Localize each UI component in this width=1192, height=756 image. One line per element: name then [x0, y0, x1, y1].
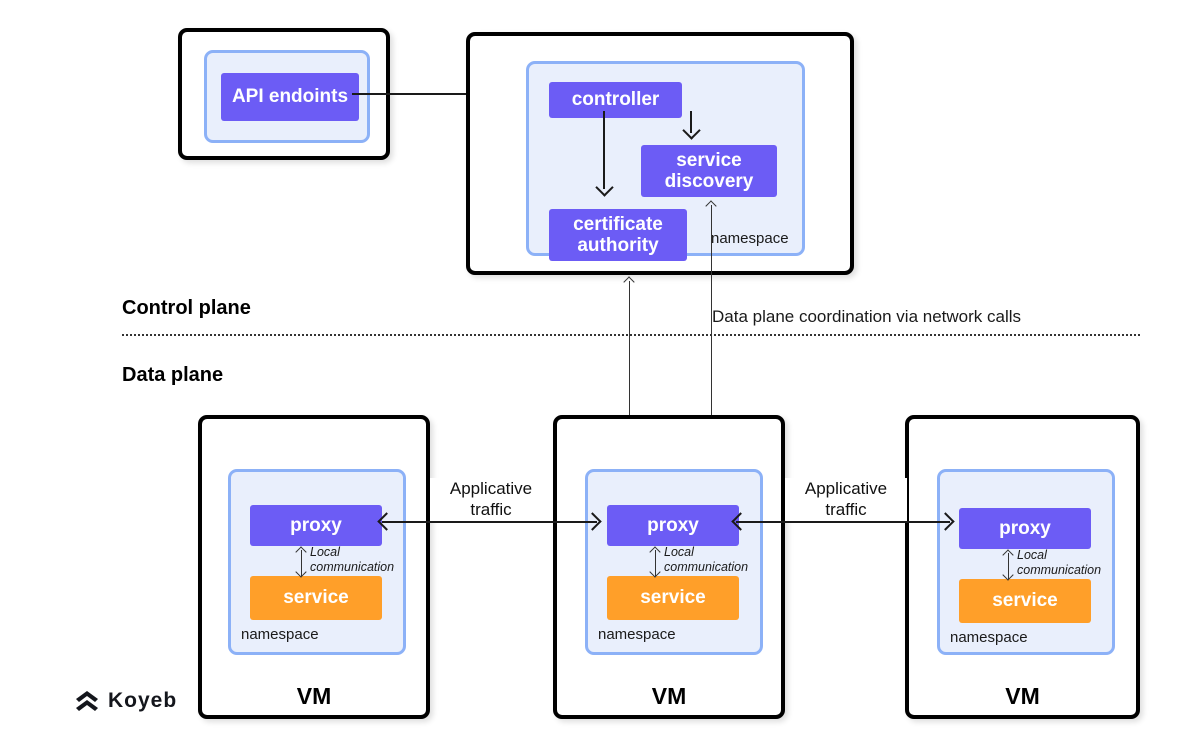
vm-right-label: VM	[1005, 683, 1040, 709]
edge-applicative-traffic-right-label: Applicative traffic	[785, 478, 907, 521]
vm-left-outer-box: proxy service namespace VM	[198, 415, 430, 719]
node-controller[interactable]: controller	[549, 82, 682, 118]
vm-right-local-communication-line	[1008, 553, 1009, 579]
vm-left-node-service-label: service	[283, 587, 349, 609]
edge-applicative-traffic-left-label: Applicative traffic	[430, 478, 552, 521]
edge-proxy-to-control-plane-left	[629, 281, 630, 508]
node-certificate-authority[interactable]: certificate authority	[549, 209, 687, 261]
vm-left-node-proxy[interactable]: proxy	[250, 505, 382, 546]
vm-left-namespace-box: proxy service namespace	[228, 469, 406, 655]
vm-left-local-communication-label: Local communication	[310, 545, 395, 574]
vm-left-namespace-label: namespace	[241, 626, 319, 643]
brand-name: Koyeb	[108, 689, 178, 712]
vm-middle-label: VM	[651, 683, 687, 709]
vm-middle-namespace-box: proxy service namespace	[585, 469, 763, 655]
vm-middle-node-proxy-label: proxy	[647, 514, 699, 536]
api-endpoints-namespace-box: API endoints	[204, 50, 370, 143]
vm-middle-node-proxy[interactable]: proxy	[607, 505, 739, 546]
node-service-discovery-label: service discovery	[664, 149, 754, 192]
vm-middle-node-service[interactable]: service	[607, 576, 739, 620]
edge-proxy-to-control-plane-left-arrowhead-icon	[623, 276, 635, 288]
vm-right-local-communication-label: Local communication	[1017, 548, 1102, 577]
data-plane-title: Data plane	[122, 364, 224, 386]
control-plane-title: Control plane	[122, 297, 251, 319]
vm-right-node-service-label: service	[992, 590, 1058, 612]
edge-api-to-controller	[352, 93, 537, 95]
vm-right-node-proxy[interactable]: proxy	[959, 508, 1091, 549]
control-plane-outer-box: controller service discovery certificate…	[466, 32, 854, 275]
coordination-note: Data plane coordination via network call…	[712, 307, 1022, 326]
node-service-discovery[interactable]: service discovery	[641, 145, 777, 197]
node-api-endpoints[interactable]: API endoints	[221, 73, 359, 121]
vm-right-namespace-box: proxy service namespace	[937, 469, 1115, 655]
node-api-endpoints-label: API endoints	[231, 86, 349, 108]
koyeb-chevron-logo-icon	[76, 691, 98, 711]
vm-right-node-proxy-label: proxy	[999, 517, 1051, 539]
control-plane-namespace-label: namespace	[711, 230, 789, 247]
vm-left-node-proxy-label: proxy	[290, 514, 342, 536]
node-certificate-authority-label: certificate authority	[573, 213, 663, 256]
vm-middle-outer-box: proxy service namespace VM	[553, 415, 785, 719]
edge-applicative-traffic-right	[736, 521, 950, 523]
edge-controller-to-service-discovery	[690, 111, 692, 133]
vm-left-local-communication-line	[301, 550, 302, 576]
edge-controller-to-certificate-authority	[603, 111, 605, 189]
vm-middle-local-communication-label: Local communication	[664, 545, 749, 574]
node-controller-label: controller	[571, 89, 660, 111]
vm-middle-local-communication-line	[655, 550, 656, 576]
control-plane-namespace-box: controller service discovery certificate…	[526, 61, 805, 261]
vm-left-label: VM	[296, 683, 332, 709]
edge-proxy-to-control-plane-right	[711, 205, 712, 508]
vm-right-node-service[interactable]: service	[959, 579, 1091, 623]
vm-middle-namespace-label: namespace	[598, 626, 676, 643]
vm-right-outer-box: proxy service namespace VM	[905, 415, 1140, 719]
vm-left-node-service[interactable]: service	[250, 576, 382, 620]
plane-divider	[122, 334, 1140, 336]
edge-applicative-traffic-left	[382, 521, 597, 523]
brand-logo: Koyeb	[74, 688, 177, 714]
vm-right-namespace-label: namespace	[950, 629, 1028, 646]
vm-middle-node-service-label: service	[640, 587, 706, 609]
